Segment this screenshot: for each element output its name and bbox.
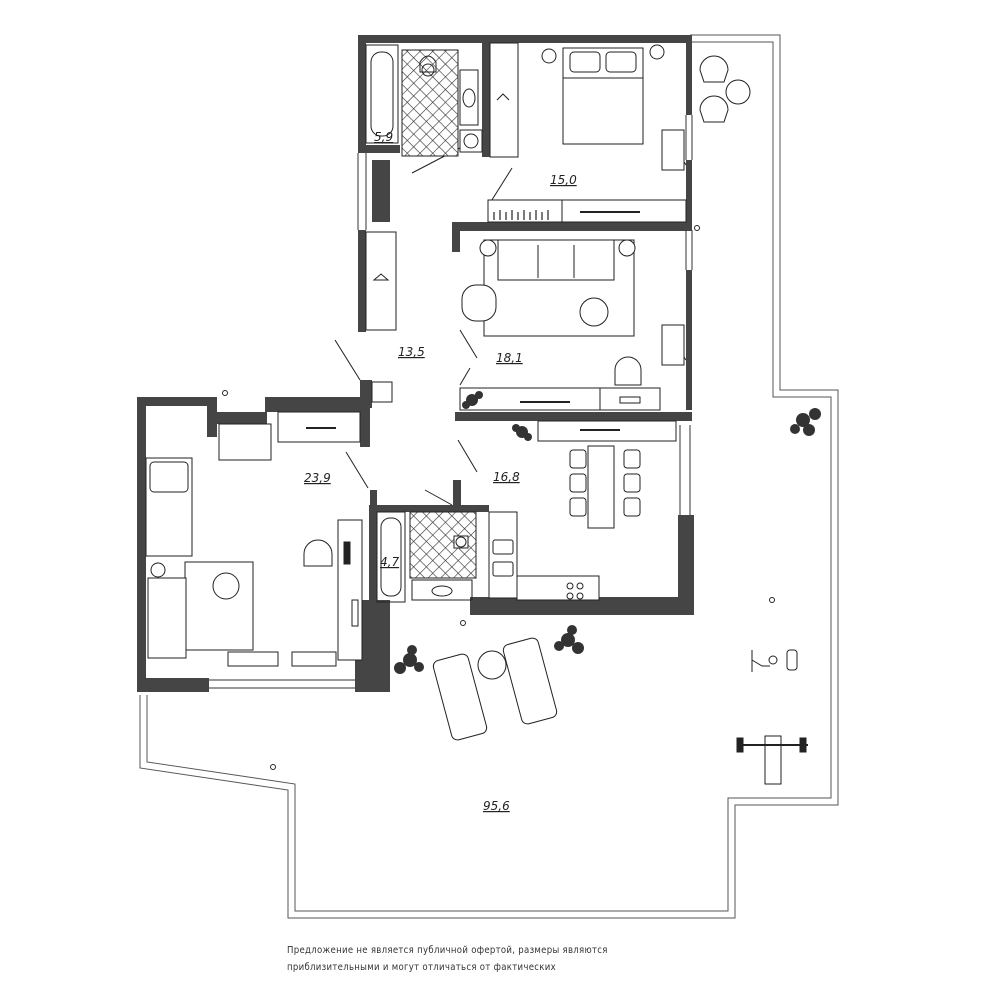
- area-label-bathroom-guest: 4,7: [380, 555, 399, 569]
- point-markers: [222, 225, 775, 770]
- area-label-bedroom-second: 23,9: [304, 471, 331, 485]
- terrace-outline: [139, 34, 839, 919]
- area-label-hallway: 13,5: [398, 345, 425, 359]
- living-room-furniture: [459, 239, 685, 411]
- plants: [394, 391, 821, 674]
- plant-icon: [790, 408, 821, 436]
- kitchen-dining-furniture: [488, 420, 677, 601]
- bookshelf: [493, 210, 549, 220]
- plant-icon: [554, 625, 584, 654]
- disclaimer-line-2: приблизительными и могут отличаться от ф…: [287, 962, 556, 973]
- area-label-terrace: 95,6: [483, 799, 510, 813]
- hallway-wardrobe: [365, 231, 397, 403]
- disclaimer: Предложение не является публичной оферто…: [287, 942, 667, 976]
- plant-icon: [512, 424, 532, 441]
- area-label-bathroom-master: 5,9: [374, 130, 393, 144]
- disclaimer-line-1: Предложение не является публичной оферто…: [287, 945, 608, 956]
- area-label-kitchen-dining: 16,8: [493, 470, 520, 484]
- terrace-furniture: [432, 55, 808, 785]
- plant-icon: [394, 645, 424, 674]
- area-label-living-room: 18,1: [496, 351, 523, 365]
- guest-bathroom-fixtures: [376, 511, 477, 603]
- master-bathroom-fixtures: [365, 42, 519, 158]
- second-bedroom-furniture: [145, 411, 363, 667]
- walls: [137, 35, 694, 692]
- area-labels: 5,9 15,0 13,5 18,1 23,9 16,8 4,7 95,6: [304, 130, 577, 813]
- plant-icon: [462, 391, 483, 409]
- area-label-bedroom-master: 15,0: [550, 173, 577, 187]
- windows: [209, 115, 693, 689]
